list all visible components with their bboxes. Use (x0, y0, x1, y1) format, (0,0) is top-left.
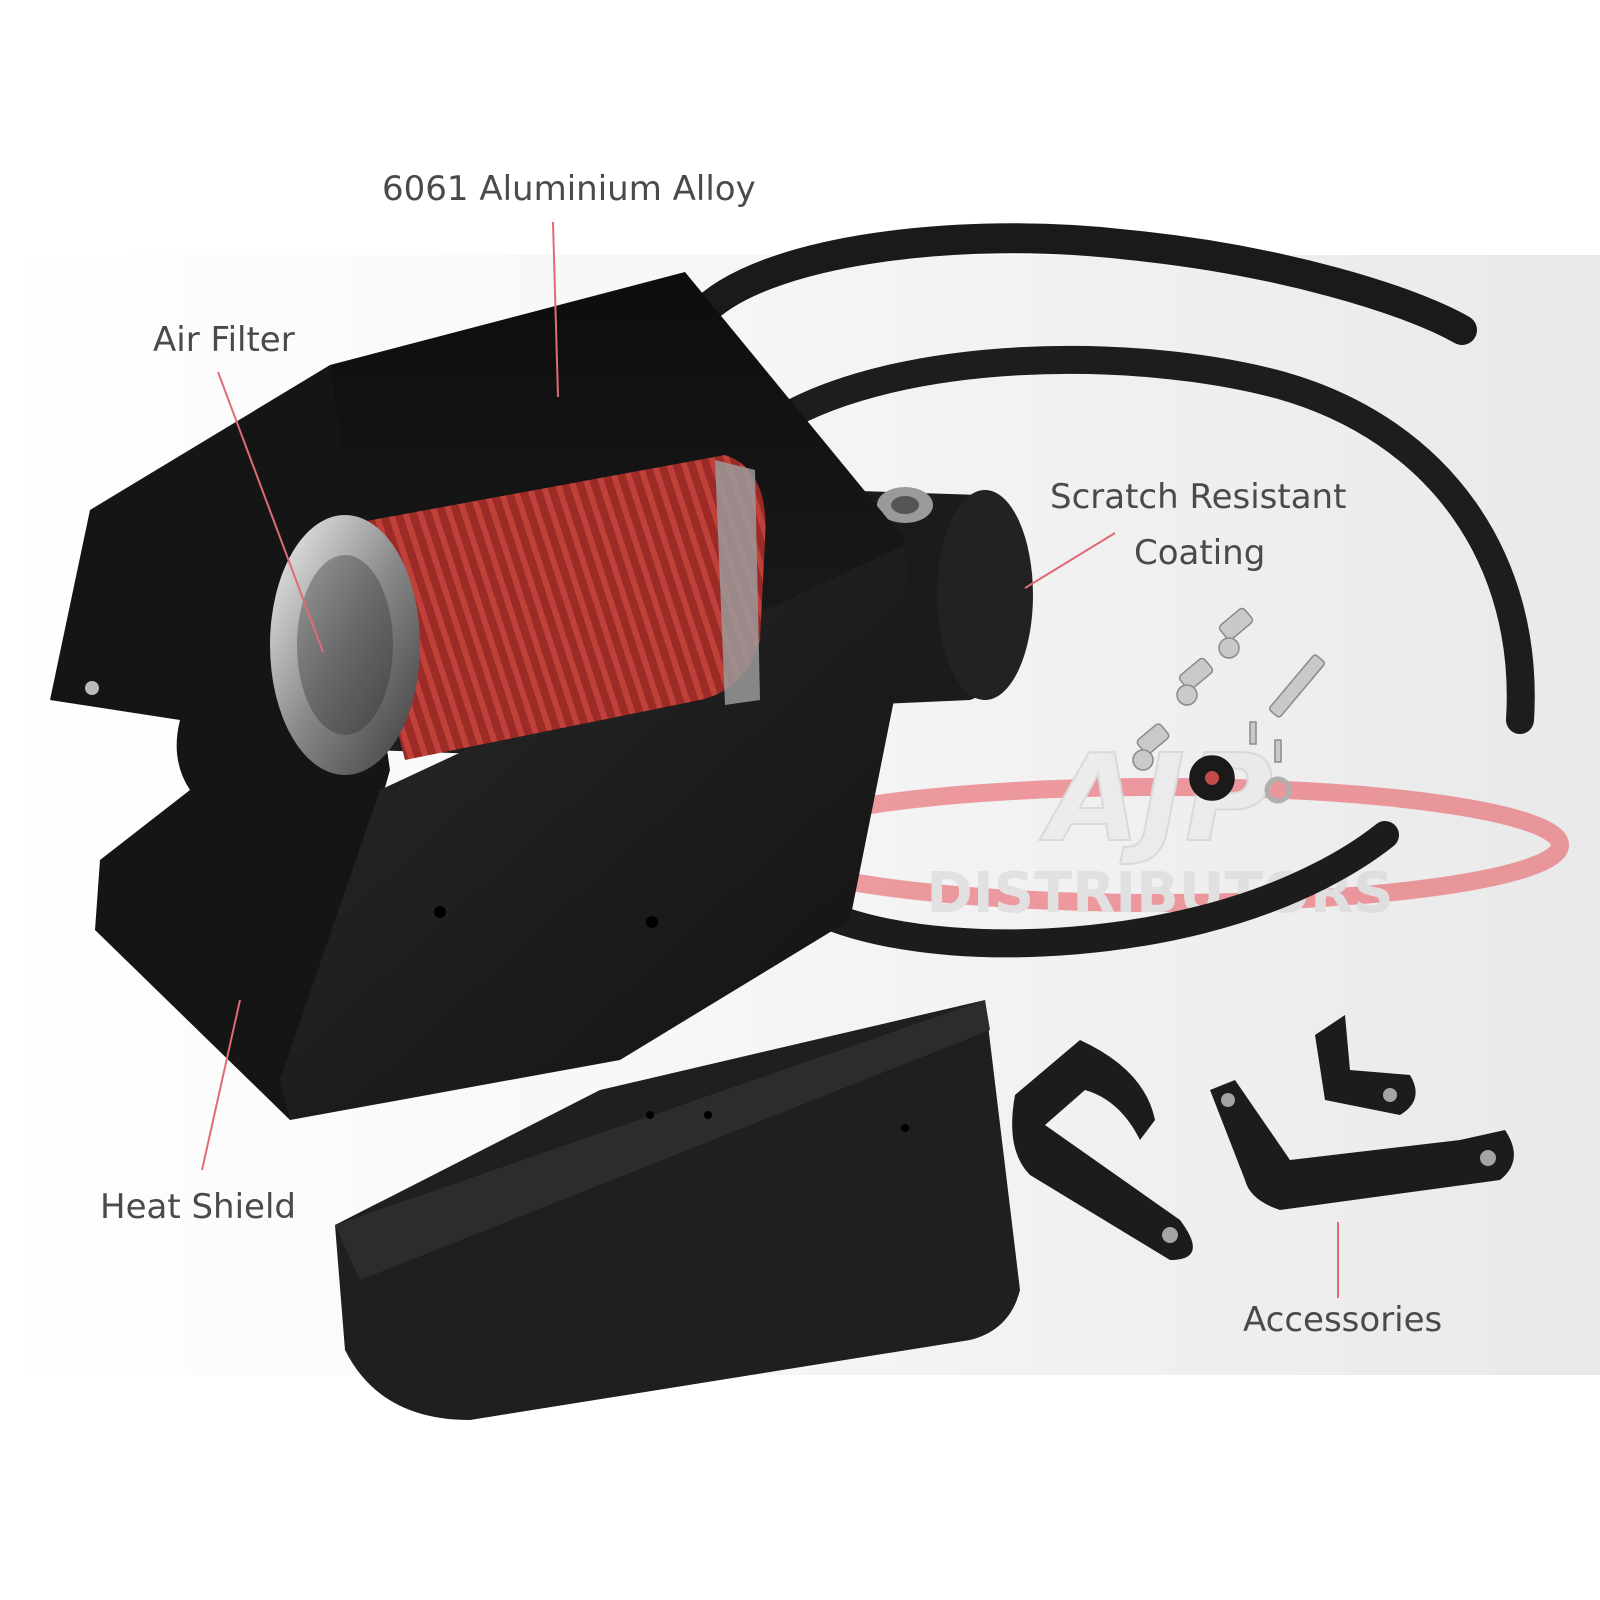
bracket-long (1210, 1080, 1514, 1210)
air-filter (270, 455, 766, 775)
callout-alloy: 6061 Aluminium Alloy (382, 169, 756, 209)
hardware-kit (1132, 607, 1326, 804)
rubber-seal-short (756, 821, 1399, 958)
bracket-u (1012, 1040, 1193, 1260)
callout-heat-shield: Heat Shield (100, 1187, 296, 1227)
callout-scratch-line2: Coating (1134, 533, 1266, 573)
leader-alloy (552, 221, 559, 398)
lower-shield-plate (335, 1000, 1020, 1420)
callout-air-filter: Air Filter (153, 320, 295, 360)
leader-air-filter (217, 371, 324, 653)
air-filter-element (345, 455, 766, 760)
mounting-brackets (1012, 1015, 1514, 1260)
rubber-seal-lower (766, 345, 1535, 734)
callout-scratch-line1: Scratch Resistant (1050, 477, 1347, 517)
leader-heat-shield (201, 999, 241, 1171)
callout-leader-lines (201, 221, 1339, 1298)
watermark-brand: AJP (1039, 730, 1272, 869)
rubber-seal-upper (685, 223, 1477, 345)
leader-scratch (1024, 532, 1116, 589)
callout-accessories: Accessories (1243, 1300, 1443, 1340)
air-filter-endcap (270, 515, 420, 775)
